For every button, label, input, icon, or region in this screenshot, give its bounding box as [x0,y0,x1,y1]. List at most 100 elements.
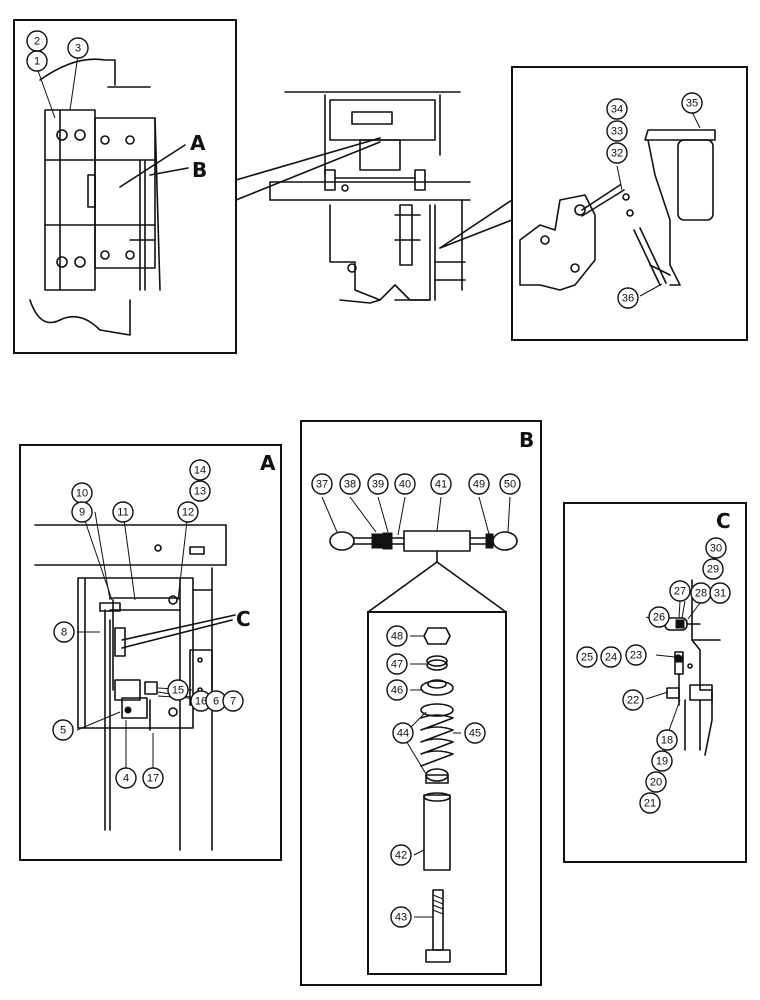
callout-35: 35 [681,92,703,114]
callout-number: 18 [661,735,673,747]
callout-19: 19 [651,750,673,772]
callout-circle [115,767,137,789]
callout-circle [52,719,74,741]
callout-number: 39 [372,479,384,491]
callout-number: 2 [34,36,40,48]
callout-18: 18 [656,729,678,751]
overview-label-b: B [192,158,207,182]
callout-29: 29 [702,558,724,580]
callout-28: 28 [690,582,712,604]
callout-46: 46 [386,679,408,701]
callout-30: 30 [705,537,727,559]
callout-circle [392,722,414,744]
callout-circle [430,473,452,495]
callout-circle [499,473,521,495]
callout-49: 49 [468,473,490,495]
callout-50: 50 [499,473,521,495]
center-overview [269,91,471,304]
callout-circle [339,473,361,495]
callout-number: 33 [611,126,623,138]
callout-circle [189,480,211,502]
callout-number: 5 [60,725,66,737]
callout-44: 44 [392,722,414,744]
callout-number: 32 [611,148,623,160]
callout-number: 49 [473,479,485,491]
callout-circle [681,92,703,114]
callout-31: 31 [709,582,731,604]
callout-circle [656,729,678,751]
callout-22: 22 [622,689,644,711]
panel-a-pointer-c: C [236,607,251,631]
callout-number: 11 [117,507,128,519]
callout-circle [71,501,93,523]
callout-number: 14 [194,465,206,477]
callout-circle [222,690,244,712]
callout-43: 43 [390,906,412,928]
panel-b-letter: B [519,428,534,452]
callout-26: 26 [648,606,670,628]
callout-number: 7 [230,696,236,708]
callout-circle [622,689,644,711]
callout-circle [53,621,75,643]
callout-38: 38 [339,473,361,495]
callout-number: 17 [147,773,159,785]
callout-circle [390,906,412,928]
callout-number: 29 [707,564,719,576]
callout-number: 41 [435,479,447,491]
callout-circle [625,644,647,666]
callout-circle [606,142,628,164]
callout-circle [709,582,731,604]
callout-circle [669,580,691,602]
callout-17: 17 [142,767,164,789]
callout-circle [394,473,416,495]
callout-11: 11 [112,501,134,523]
callout-24: 24 [600,646,622,668]
pointer-wedge-right [439,199,513,249]
callout-circle [390,844,412,866]
callout-40: 40 [394,473,416,495]
callout-number: 38 [344,479,356,491]
panel-a-letter: A [260,451,276,475]
callout-23: 23 [625,644,647,666]
callout-27: 27 [669,580,691,602]
callout-21: 21 [639,792,661,814]
callout-5: 5 [52,719,74,741]
callout-number: 37 [316,479,328,491]
callout-circle [600,646,622,668]
callout-number: 34 [611,104,623,116]
callout-number: 24 [605,652,617,664]
callout-number: 43 [395,912,407,924]
callout-circle [639,792,661,814]
callout-number: 15 [172,685,184,697]
callout-9: 9 [71,501,93,523]
callout-number: 4 [123,773,129,785]
callout-number: 27 [674,586,686,598]
overview-label-a: A [190,131,206,155]
callout-circle [386,653,408,675]
callout-number: 46 [391,685,403,697]
callout-13: 13 [189,480,211,502]
callout-circle [386,625,408,647]
panel-a: A C [19,444,282,861]
callout-number: 8 [61,627,67,639]
callout-33: 33 [606,120,628,142]
callout-circle [167,679,189,701]
callout-number: 50 [504,479,516,491]
callout-circle [576,646,598,668]
callout-32: 32 [606,142,628,164]
callout-number: 9 [79,507,85,519]
callout-25: 25 [576,646,598,668]
callout-circle [702,558,724,580]
callout-2: 2 [26,30,48,52]
callout-number: 6 [213,696,219,708]
callout-45: 45 [464,722,486,744]
callout-48: 48 [386,625,408,647]
callout-circle [142,767,164,789]
callout-number: 22 [627,695,639,707]
callout-circle [468,473,490,495]
panel-b: B [300,420,542,986]
callout-number: 35 [686,98,698,110]
callout-number: 42 [395,850,407,862]
callout-circle [651,750,673,772]
